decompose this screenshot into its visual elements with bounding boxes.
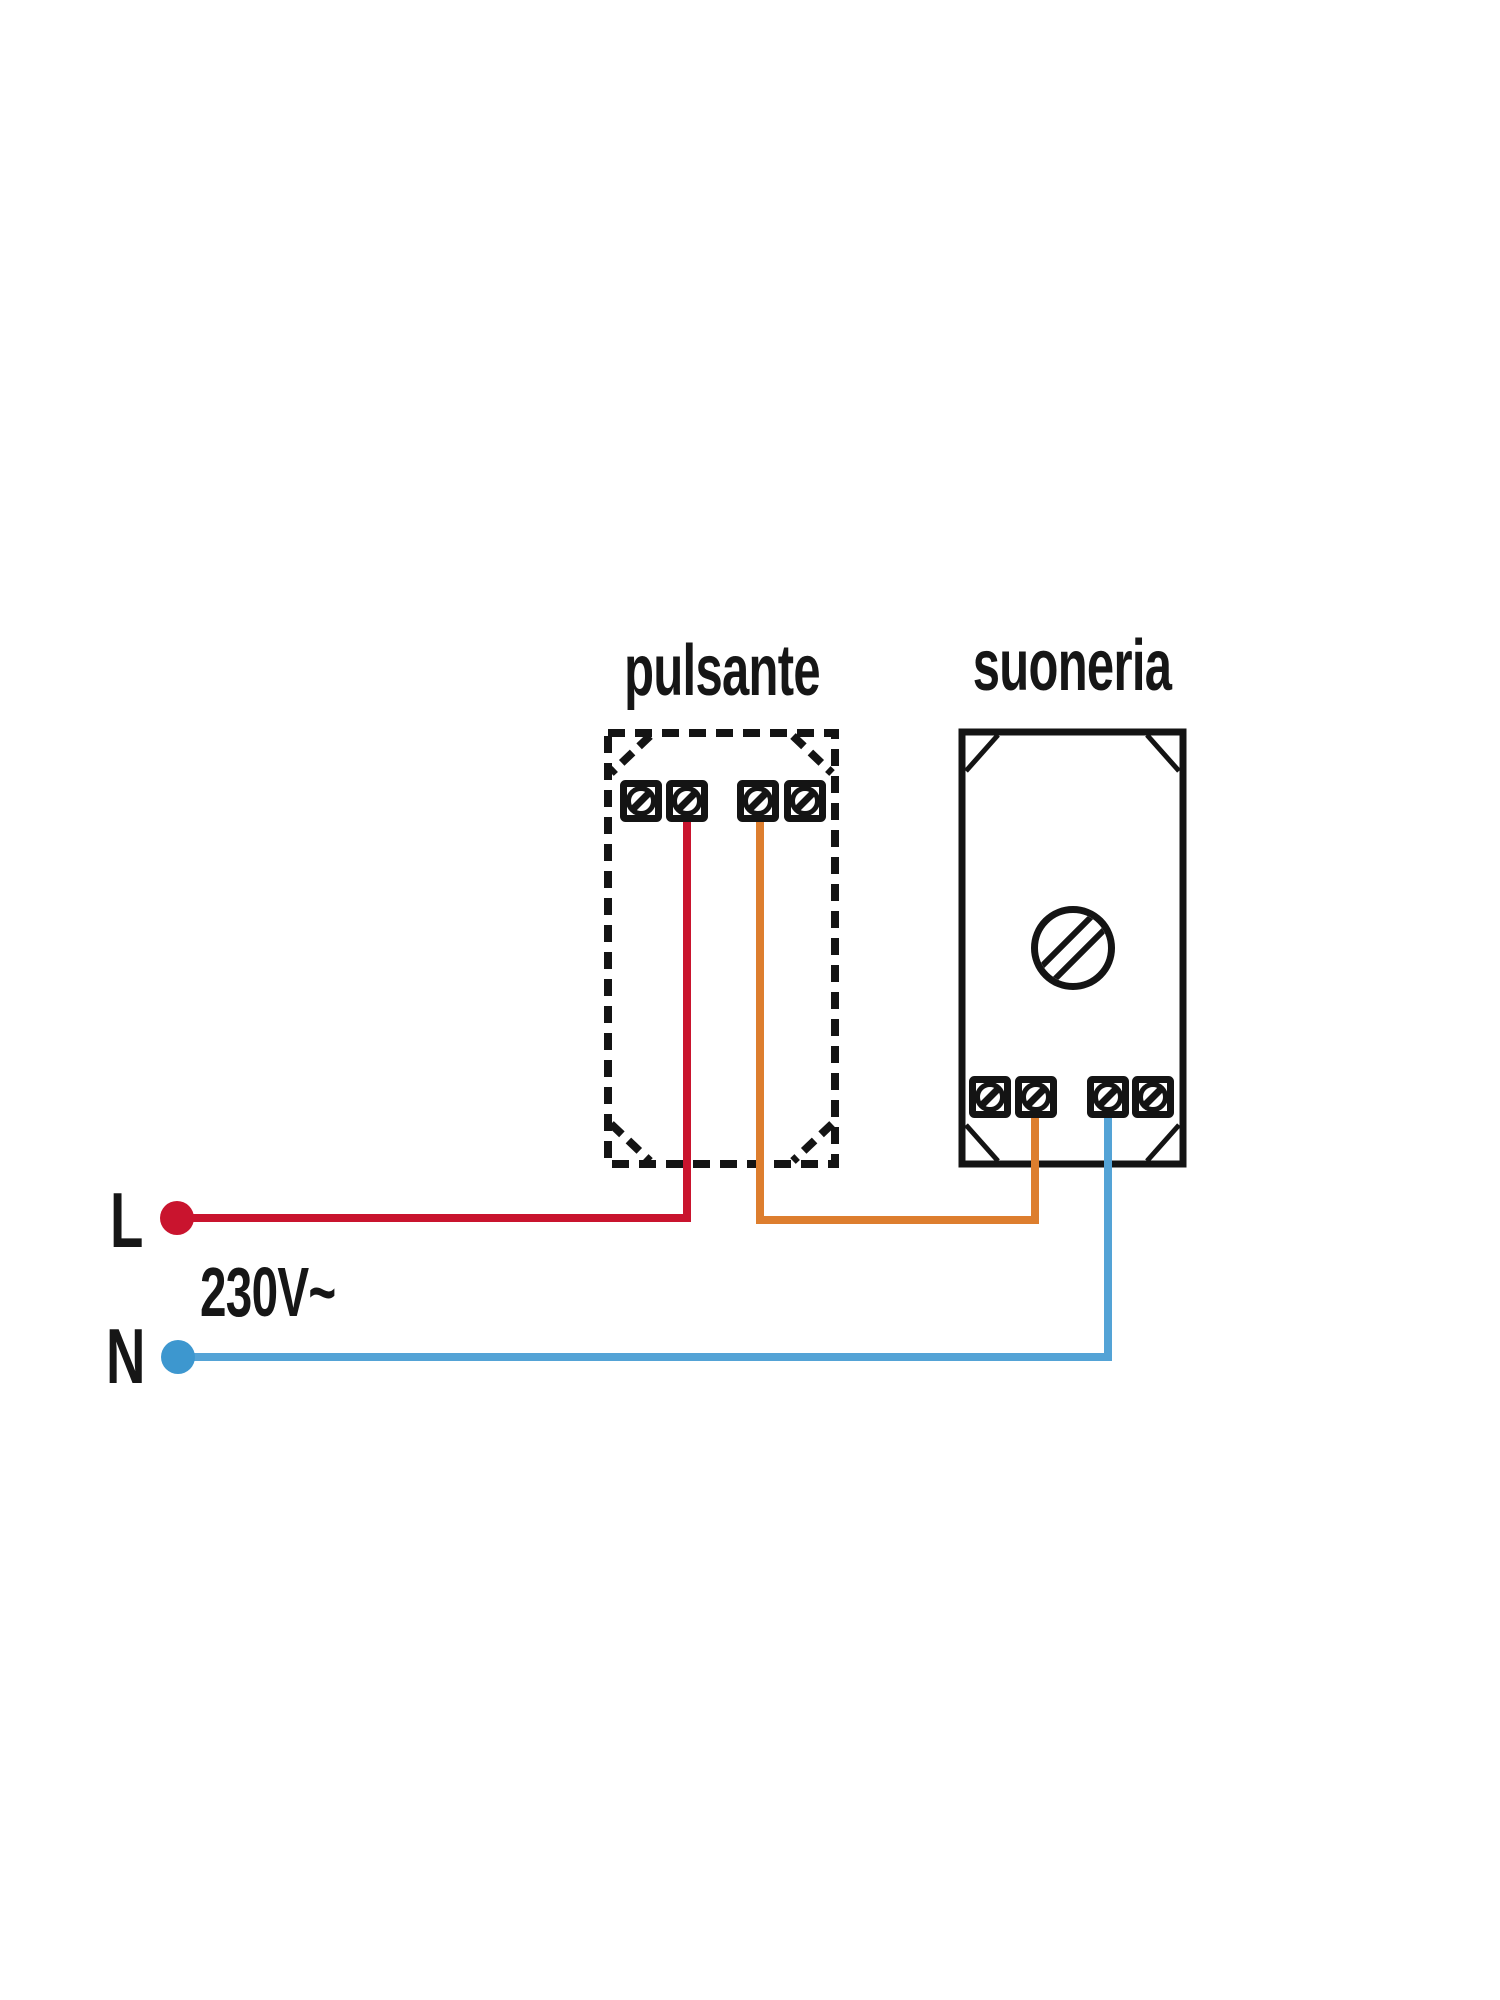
corner-mark	[1145, 1123, 1181, 1163]
pushbutton-label: pulsante	[624, 631, 820, 712]
corner-mark	[790, 1121, 835, 1164]
neutral-terminal-label: N	[106, 1313, 145, 1400]
screw-head-icon	[1031, 906, 1115, 990]
corner-mark	[608, 733, 653, 776]
pushbutton-outline	[604, 729, 839, 1168]
corner-mark	[964, 733, 1000, 773]
screw-terminal-icon	[1019, 1080, 1054, 1115]
corner-mark	[964, 1123, 1000, 1163]
live-dot	[160, 1201, 194, 1235]
corner-mark	[608, 1121, 653, 1164]
live-terminal-label: L	[110, 1177, 143, 1264]
pushbutton-component	[604, 729, 839, 1168]
corner-mark	[790, 733, 835, 776]
wires	[177, 805, 1112, 1361]
neutral-wire	[178, 1095, 1112, 1361]
screw-terminal-icon	[1136, 1080, 1171, 1115]
screw-terminal-icon	[624, 784, 659, 819]
screw-terminal-icon	[1091, 1080, 1126, 1115]
bell-label: suoneria	[973, 626, 1173, 707]
signal-wire	[756, 805, 1039, 1224]
voltage-label: 230V~	[200, 1253, 336, 1331]
screw-terminal-icon	[973, 1080, 1008, 1115]
neutral-dot	[161, 1340, 195, 1374]
screw-terminal-icon	[670, 784, 705, 819]
screw-terminal-icon	[741, 784, 776, 819]
live-wire	[177, 805, 691, 1222]
corner-mark	[1145, 733, 1181, 773]
screw-terminal-icon	[788, 784, 823, 819]
